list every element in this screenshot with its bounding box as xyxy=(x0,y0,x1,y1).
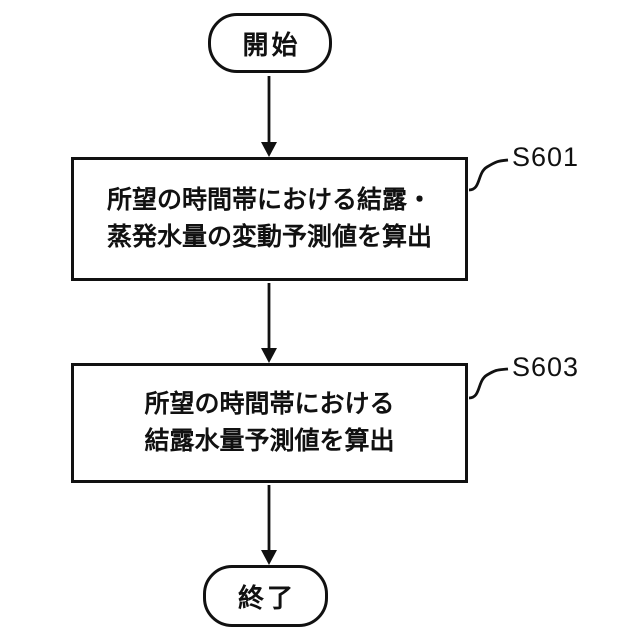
process-s601-line2: 蒸発水量の変動予測値を算出 xyxy=(106,223,432,251)
process-s601-line1: 所望の時間帯における結露・ xyxy=(106,186,432,214)
arrow-start-to-s601 xyxy=(261,76,277,157)
leader-line-s603 xyxy=(468,367,509,400)
process-box-s603: 所望の時間帯における 結露水量予測値を算出 xyxy=(71,363,468,483)
end-terminal-label: 終了 xyxy=(237,582,296,613)
end-terminal: 終了 xyxy=(203,565,328,627)
process-box-s601: 所望の時間帯における結露・ 蒸発水量の変動予測値を算出 xyxy=(71,157,468,281)
step-id-label-s603: S603 xyxy=(512,352,580,382)
start-terminal: 開始 xyxy=(208,13,332,73)
process-s603-line2: 結露水量予測値を算出 xyxy=(144,427,395,455)
process-s603-line1: 所望の時間帯における xyxy=(144,390,395,418)
start-terminal-label: 開始 xyxy=(242,29,301,60)
step-id-label-s601: S601 xyxy=(512,142,580,172)
arrow-s603-to-end xyxy=(261,485,277,565)
arrow-s601-to-s603 xyxy=(261,283,277,363)
leader-line-s601 xyxy=(468,158,509,192)
